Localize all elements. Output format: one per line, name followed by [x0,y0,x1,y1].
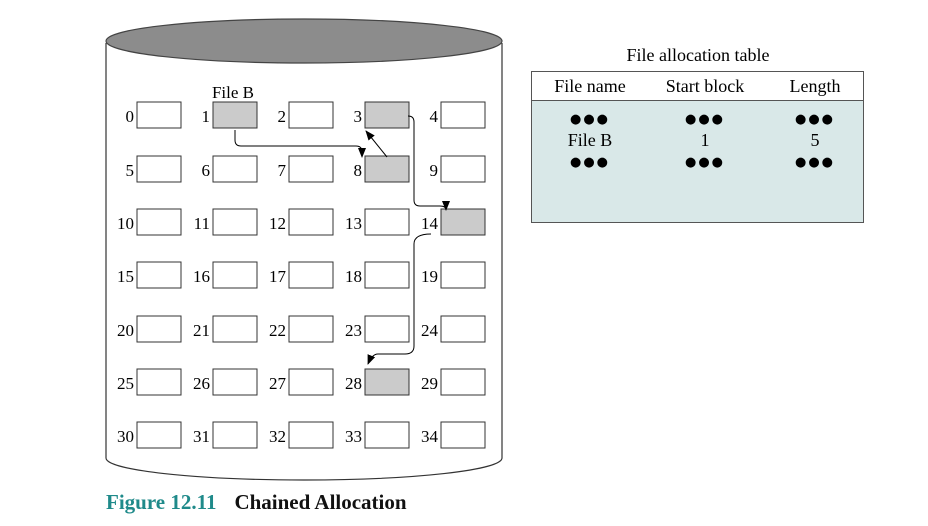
disk-block-33 [364,421,410,449]
block-number-5: 5 [126,161,135,180]
arrow-3-to-14 [407,115,450,211]
disk-block-10 [136,208,182,236]
fat-cell-start-block: 1 [700,130,710,150]
disk-block-22 [288,315,334,343]
block-number-24: 24 [421,321,439,340]
disk-block-0 [136,101,182,129]
fat-header-length: Length [789,76,841,96]
fat-cell-length: 5 [810,130,820,150]
block-number-22: 22 [269,321,286,340]
fat-dots-bottom-length: ●●● [794,155,836,170]
fat-header-row: File name Start block Length [532,72,863,101]
fat-dots-bottom-file-name: ●●● [569,155,611,170]
disk-block-15 [136,261,182,289]
block-number-28: 28 [345,374,362,393]
disk-block-19 [440,261,486,289]
disk-block-9 [440,155,486,183]
arrow-1-to-8 [234,130,366,158]
fat-title: File allocation table [626,45,770,65]
block-number-33: 33 [345,427,362,446]
block-number-9: 9 [430,161,439,180]
block-number-7: 7 [278,161,287,180]
disk-block-31 [212,421,258,449]
disk-block-25 [136,368,182,396]
disk-block-8 [364,155,410,183]
block-number-29: 29 [421,374,438,393]
disk-block-2 [288,101,334,129]
disk-block-13 [364,208,410,236]
block-number-15: 15 [117,267,134,286]
block-number-1: 1 [202,107,211,126]
block-number-10: 10 [117,214,134,233]
block-number-14: 14 [421,214,439,233]
block-number-11: 11 [194,214,210,233]
disk-block-20 [136,315,182,343]
disk-block-29 [440,368,486,396]
disk-block-3 [364,101,410,129]
block-number-4: 4 [430,107,439,126]
fat-header-start-block: Start block [665,76,745,96]
block-number-32: 32 [269,427,286,446]
block-number-27: 27 [269,374,287,393]
file-b-label: File B [212,83,254,102]
disk-block-16 [212,261,258,289]
disk-block-17 [288,261,334,289]
block-number-8: 8 [354,161,363,180]
figure-title: Chained Allocation [234,490,407,514]
disk-block-32 [288,421,334,449]
disk-block-34 [440,421,486,449]
block-number-31: 31 [193,427,210,446]
fat-dots-top-start-block: ●●● [684,112,726,127]
arrow-14-to-28 [367,233,432,365]
disk-block-27 [288,368,334,396]
block-number-0: 0 [126,107,135,126]
block-number-25: 25 [117,374,134,393]
fat-dots-top-length: ●●● [794,112,836,127]
block-number-20: 20 [117,321,134,340]
disk-block-12 [288,208,334,236]
file-allocation-table: File name Start block Length ●●● ●●● ●●●… [531,71,864,223]
disk-block-11 [212,208,258,236]
figure-caption: Figure 12.11 Chained Allocation [106,489,407,515]
disk-block-30 [136,421,182,449]
disk-block-5 [136,155,182,183]
fat-header-file-name: File name [554,76,626,96]
fat-cell-file-name: File B [567,130,613,150]
block-number-23: 23 [345,321,362,340]
block-number-34: 34 [421,427,439,446]
fat-dots-bottom-start-block: ●●● [684,155,726,170]
block-number-21: 21 [193,321,210,340]
disk-block-18 [364,261,410,289]
arrow-8-to-3 [365,130,388,158]
block-number-18: 18 [345,267,362,286]
block-number-12: 12 [269,214,286,233]
disk-block-4 [440,101,486,129]
block-number-26: 26 [193,374,210,393]
figure-number: Figure 12.11 [106,490,217,514]
disk-block-28 [364,368,410,396]
chain-arrows [234,115,450,365]
block-number-30: 30 [117,427,134,446]
disk-block-26 [212,368,258,396]
disk-cylinder-top [105,18,503,64]
block-number-16: 16 [193,267,210,286]
disk-block-21 [212,315,258,343]
block-number-3: 3 [354,107,363,126]
disk-block-1 [212,101,258,129]
fat-dots-top-file-name: ●●● [569,112,611,127]
block-number-2: 2 [278,107,287,126]
block-number-17: 17 [269,267,287,286]
disk-block-7 [288,155,334,183]
disk-block-6 [212,155,258,183]
disk-block-23 [364,315,410,343]
block-number-6: 6 [202,161,211,180]
disk-block-14 [440,208,486,236]
disk-block-24 [440,315,486,343]
block-number-13: 13 [345,214,362,233]
block-number-19: 19 [421,267,438,286]
